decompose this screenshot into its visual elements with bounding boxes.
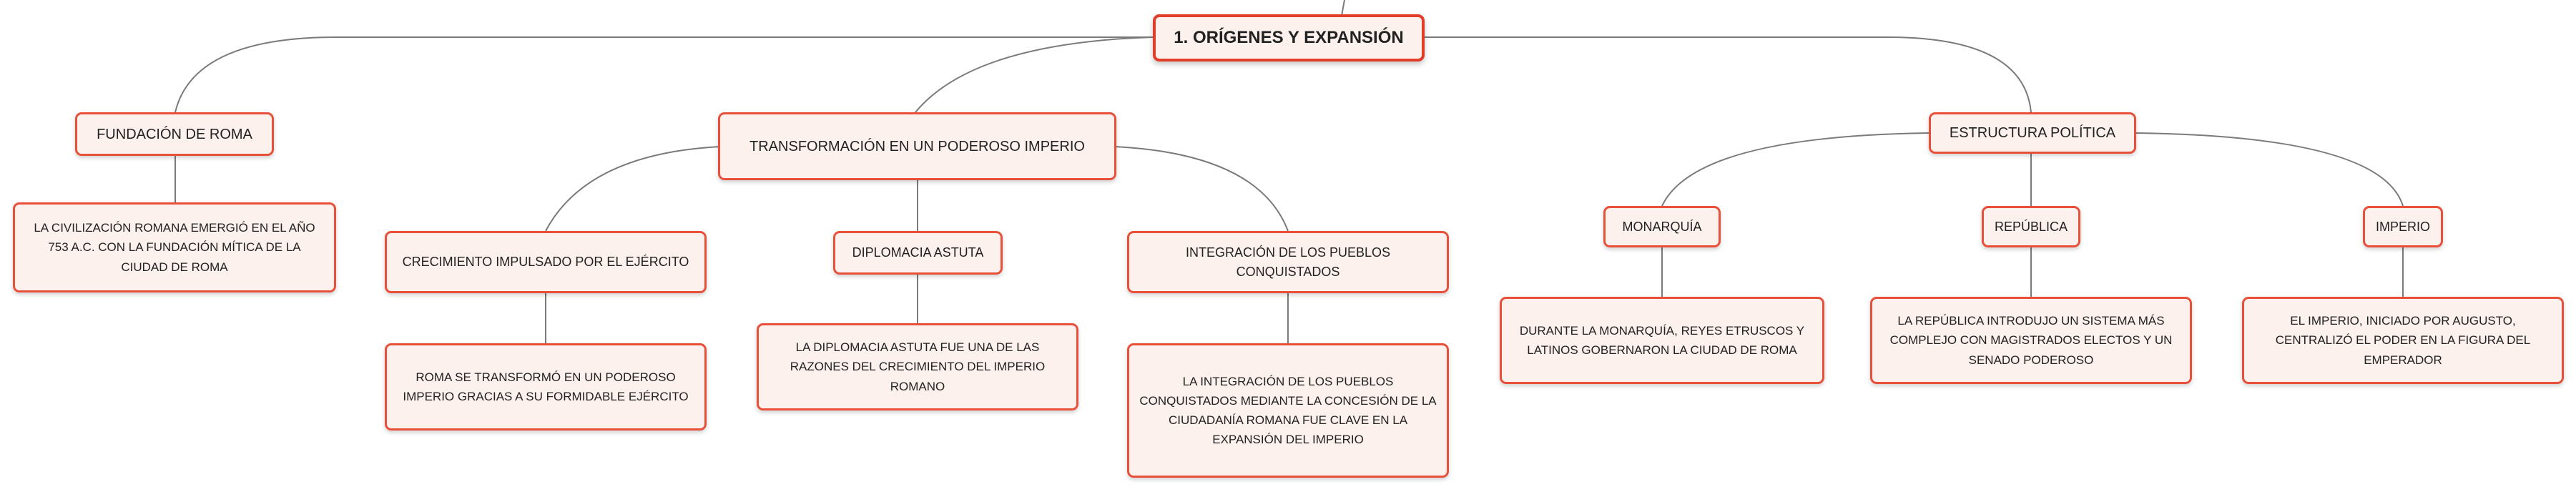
- topic-imperio[interactable]: IMPERIO: [2363, 206, 2443, 247]
- connector-parent-to-root: [1341, 0, 1345, 16]
- topic-monarquia[interactable]: MONARQUÍA: [1603, 206, 1721, 247]
- topic-label: REPÚBLICA: [1994, 219, 2068, 234]
- topic-label: DIPLOMACIA ASTUTA: [852, 245, 984, 260]
- topic-label: MONARQUÍA: [1622, 219, 1702, 234]
- detail-text: LA CIVILIZACIÓN ROMANA EMERGIÓ EN EL AÑO…: [34, 221, 315, 274]
- topic-label: ESTRUCTURA POLÍTICA: [1949, 125, 2116, 141]
- connector-root-to-transformacion: [915, 36, 1154, 113]
- detail-integracion-pueblos[interactable]: LA INTEGRACIÓN DE LOS PUEBLOS CONQUISTAD…: [1127, 343, 1449, 478]
- topic-label: INTEGRACIÓN DE LOS PUEBLOS CONQUISTADOS: [1185, 245, 1391, 279]
- detail-text: EL IMPERIO, INICIADO POR AUGUSTO, CENTRA…: [2275, 314, 2531, 367]
- detail-diplomacia-astuta[interactable]: LA DIPLOMACIA ASTUTA FUE UNA DE LAS RAZO…: [757, 323, 1078, 410]
- topic-label: CRECIMIENTO IMPULSADO POR EL EJÉRCITO: [402, 255, 689, 269]
- detail-republica[interactable]: LA REPÚBLICA INTRODUJO UN SISTEMA MÁS CO…: [1870, 297, 2192, 384]
- connector-root-to-fundacion: [174, 36, 1153, 113]
- connector-estructura-to-monarquia: [1661, 132, 1932, 207]
- connector-transformacion-to-integracion: [1114, 146, 1289, 232]
- topic-transformacion-imperio[interactable]: TRANSFORMACIÓN EN UN PODEROSO IMPERIO: [718, 112, 1116, 180]
- topic-diplomacia-astuta[interactable]: DIPLOMACIA ASTUTA: [833, 231, 1003, 275]
- topic-label: TRANSFORMACIÓN EN UN PODEROSO IMPERIO: [749, 138, 1085, 154]
- topic-label: FUNDACIÓN DE ROMA: [97, 126, 252, 142]
- root-topic[interactable]: 1. ORÍGENES Y EXPANSIÓN: [1153, 14, 1425, 62]
- detail-text: LA INTEGRACIÓN DE LOS PUEBLOS CONQUISTAD…: [1139, 374, 1437, 447]
- connector-root-to-estructura: [1425, 36, 2032, 113]
- topic-label: IMPERIO: [2375, 219, 2430, 234]
- detail-text: ROMA SE TRANSFORMÓ EN UN PODEROSO IMPERI…: [403, 370, 689, 403]
- topic-fundacion-de-roma[interactable]: FUNDACIÓN DE ROMA: [75, 112, 274, 156]
- topic-republica[interactable]: REPÚBLICA: [1982, 206, 2080, 247]
- detail-crecimiento-ejercito[interactable]: ROMA SE TRANSFORMÓ EN UN PODEROSO IMPERI…: [385, 343, 707, 431]
- detail-text: DURANTE LA MONARQUÍA, REYES ETRUSCOS Y L…: [1519, 323, 1805, 357]
- detail-fundacion-de-roma[interactable]: LA CIVILIZACIÓN ROMANA EMERGIÓ EN EL AÑO…: [13, 202, 336, 292]
- detail-imperio[interactable]: EL IMPERIO, INICIADO POR AUGUSTO, CENTRA…: [2242, 297, 2564, 384]
- detail-text: LA REPÚBLICA INTRODUJO UN SISTEMA MÁS CO…: [1889, 314, 2173, 367]
- connector-transformacion-to-ejercito: [545, 146, 721, 232]
- detail-monarquia[interactable]: DURANTE LA MONARQUÍA, REYES ETRUSCOS Y L…: [1500, 297, 1824, 384]
- detail-text: LA DIPLOMACIA ASTUTA FUE UNA DE LAS RAZO…: [790, 340, 1046, 393]
- root-topic-label: 1. ORÍGENES Y EXPANSIÓN: [1174, 28, 1404, 47]
- topic-crecimiento-ejercito[interactable]: CRECIMIENTO IMPULSADO POR EL EJÉRCITO: [385, 231, 707, 293]
- topic-integracion-pueblos[interactable]: INTEGRACIÓN DE LOS PUEBLOS CONQUISTADOS: [1127, 231, 1449, 293]
- topic-estructura-politica[interactable]: ESTRUCTURA POLÍTICA: [1929, 112, 2136, 154]
- connector-estructura-to-imperio: [2133, 132, 2404, 207]
